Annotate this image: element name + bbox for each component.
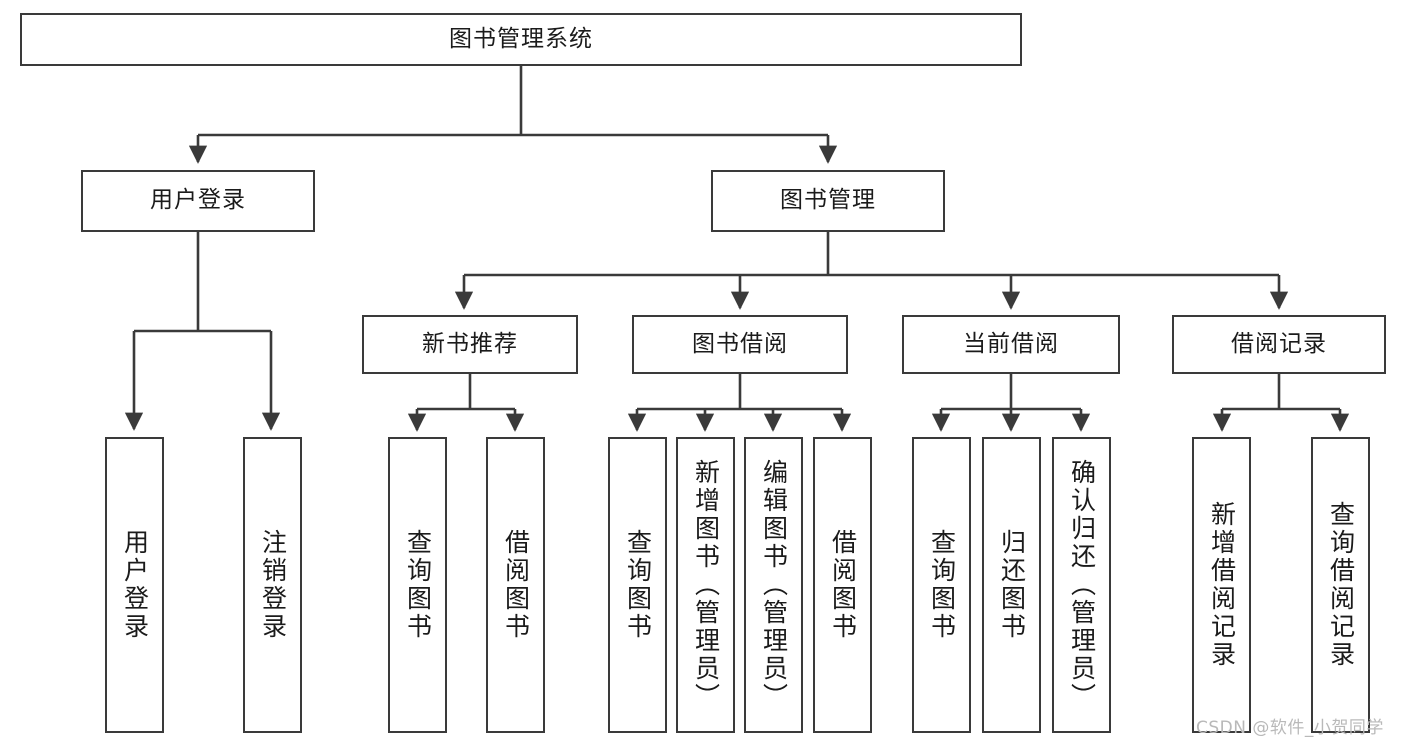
leaf-user-login[interactable]: 用户登录: [105, 437, 164, 733]
node-label: 确认归还（管理员）: [1067, 459, 1097, 711]
leaf-add-book-admin[interactable]: 新增图书（管理员）: [676, 437, 735, 733]
leaf-query-borrow-record[interactable]: 查询借阅记录: [1311, 437, 1370, 733]
node-label: 查询图书: [403, 529, 433, 641]
node-label: 当前借阅: [963, 330, 1059, 357]
node-label: 图书借阅: [692, 330, 788, 357]
node-label: 查询图书: [623, 529, 653, 641]
leaf-add-borrow-record[interactable]: 新增借阅记录: [1192, 437, 1251, 733]
leaf-edit-book-admin[interactable]: 编辑图书（管理员）: [744, 437, 803, 733]
leaf-query-book-current[interactable]: 查询图书: [912, 437, 971, 733]
node-label: 借阅记录: [1231, 330, 1327, 357]
leaf-return-book[interactable]: 归还图书: [982, 437, 1041, 733]
node-root-system[interactable]: 图书管理系统: [20, 13, 1022, 66]
node-new-book-recommend[interactable]: 新书推荐: [362, 315, 578, 374]
node-borrow-record[interactable]: 借阅记录: [1172, 315, 1386, 374]
node-label: 图书管理: [780, 187, 876, 214]
node-label: 编辑图书（管理员）: [759, 459, 789, 711]
node-label: 注销登录: [258, 529, 288, 641]
leaf-confirm-return-admin[interactable]: 确认归还（管理员）: [1052, 437, 1111, 733]
node-label: 图书管理系统: [449, 25, 593, 52]
leaf-borrow-book[interactable]: 借阅图书: [813, 437, 872, 733]
node-label: 查询图书: [927, 529, 957, 641]
node-user-login[interactable]: 用户登录: [81, 170, 315, 232]
leaf-query-book-recommend[interactable]: 查询图书: [388, 437, 447, 733]
node-label: 借阅图书: [501, 529, 531, 641]
node-label: 归还图书: [997, 529, 1027, 641]
node-book-management[interactable]: 图书管理: [711, 170, 945, 232]
node-current-borrow[interactable]: 当前借阅: [902, 315, 1120, 374]
node-label: 新增借阅记录: [1207, 501, 1237, 669]
node-label: 新增图书（管理员）: [691, 459, 721, 711]
leaf-logout[interactable]: 注销登录: [243, 437, 302, 733]
node-label: 用户登录: [120, 529, 150, 641]
node-label: 用户登录: [150, 187, 246, 214]
node-label: 借阅图书: [828, 529, 858, 641]
leaf-borrow-book-recommend[interactable]: 借阅图书: [486, 437, 545, 733]
node-label: 新书推荐: [422, 330, 518, 357]
node-label: 查询借阅记录: [1326, 501, 1356, 669]
leaf-query-book-borrow[interactable]: 查询图书: [608, 437, 667, 733]
node-book-borrow[interactable]: 图书借阅: [632, 315, 848, 374]
